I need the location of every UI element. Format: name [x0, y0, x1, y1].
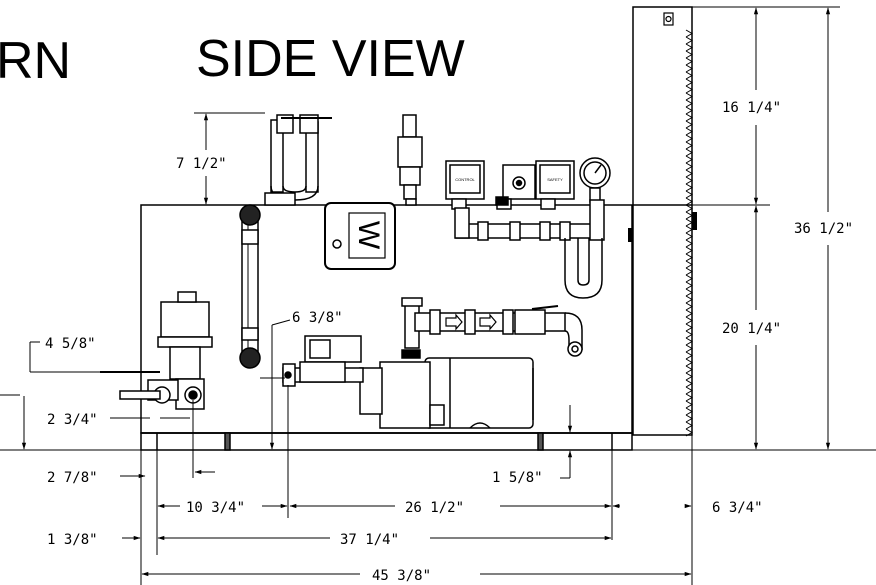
cabinet-louvers	[685, 29, 693, 437]
safety-valve-label: SAFETY	[547, 177, 563, 182]
control-cabinet	[632, 6, 693, 436]
dim-middle-span: 26 1/2"	[405, 500, 464, 516]
dim-base-length: 37 1/4"	[340, 532, 399, 548]
dim-left-pipe-height: 4 5/8"	[45, 336, 96, 352]
pump-motor	[359, 349, 534, 429]
control-valve-label: CONTROL	[455, 177, 475, 182]
top-relief-pipe	[264, 114, 332, 206]
dim-cabinet-depth: 6 3/4"	[712, 500, 763, 516]
dim-cabinet-upper: 16 1/4"	[722, 100, 781, 116]
dim-overall-height: 36 1/2"	[794, 221, 853, 237]
dim-left-valve-height: 2 3/4"	[47, 412, 98, 428]
cabinet-hinge-side	[628, 228, 632, 242]
gas-piping	[454, 199, 605, 299]
dim-left-span: 10 3/4"	[186, 500, 245, 516]
w-badge: W	[324, 202, 396, 270]
dim-top-pipe-height: 7 1/2"	[176, 156, 227, 172]
dim-cabinet-lower: 20 1/4"	[722, 321, 781, 337]
badge-letter: W	[352, 221, 385, 250]
tank-base	[140, 432, 633, 451]
pump-inlet	[282, 335, 364, 387]
dim-left-valve-offset: 2 7/8"	[47, 470, 98, 486]
title-fragment: RN	[0, 32, 71, 90]
gas-control-assembly	[445, 157, 611, 210]
relief-valve	[397, 114, 423, 206]
pump-controller	[100, 291, 213, 410]
page-title: SIDE VIEW	[196, 30, 465, 88]
dim-left-margin: 1 3/8"	[47, 532, 98, 548]
gauge-glass	[239, 204, 261, 369]
lock-icon	[663, 12, 674, 26]
dim-overall-length: 45 3/8"	[372, 568, 431, 584]
dimension-lines	[0, 6, 840, 585]
dim-gauge-offset: 6 3/8"	[292, 310, 343, 326]
cabinet-hinge	[692, 212, 697, 230]
flow-arrow-icon	[445, 313, 497, 331]
dim-base-height: 1 5/8"	[492, 470, 543, 486]
